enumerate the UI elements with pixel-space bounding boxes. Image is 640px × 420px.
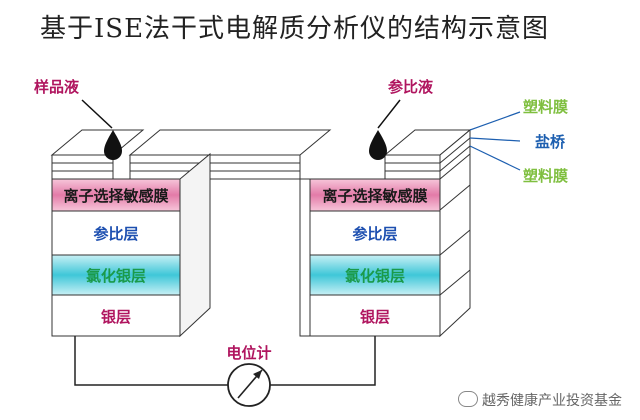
wechat-icon — [458, 391, 478, 407]
plastic-film-bottom-label: 塑料膜 — [523, 167, 568, 185]
right-membrane-label: 离子选择敏感膜 — [322, 187, 427, 205]
potentiometer-label: 电位计 — [226, 344, 271, 362]
plastic-film-top-label: 塑料膜 — [523, 98, 568, 116]
right-silver-layer — [309, 294, 441, 337]
right-label-pointers — [469, 111, 521, 171]
middle-film-stack — [129, 154, 301, 180]
watermark: 越秀健康产业投资基金 — [458, 390, 622, 410]
reference-liquid-pointer — [377, 99, 401, 129]
right-electrode — [309, 178, 441, 337]
diagram-title: 基于ISE法干式电解质分析仪的结构示意图 — [40, 14, 550, 44]
reference-drop-icon — [369, 130, 387, 160]
right-silver-layer-label: 银层 — [360, 308, 390, 326]
left-film-top-face — [50, 129, 145, 156]
middle-film-top-face — [128, 129, 332, 156]
left-electrode — [51, 178, 181, 337]
salt-bridge-label: 盐桥 — [535, 133, 566, 151]
right-reference-layer-label: 参比层 — [352, 225, 397, 243]
left-membrane-label: 离子选择敏感膜 — [63, 187, 168, 205]
left-silver-layer — [51, 294, 181, 337]
right-ion-selective-membrane — [309, 178, 441, 212]
watermark-text: 越秀健康产业投资基金 — [482, 393, 622, 409]
left-silver-chloride-label: 氯化银层 — [86, 267, 146, 285]
left-ion-selective-membrane — [51, 178, 181, 212]
reference-liquid-label: 参比液 — [388, 78, 434, 96]
left-reference-layer — [51, 210, 181, 256]
circuit-wires — [74, 336, 376, 386]
potentiometer-icon — [227, 363, 271, 407]
left-silver-layer-label: 银层 — [101, 308, 131, 326]
left-film-stack — [51, 154, 114, 180]
right-silver-chloride-label: 氯化银层 — [345, 267, 405, 285]
right-film-stack — [384, 154, 441, 180]
right-silver-chloride-layer — [309, 254, 441, 296]
sample-drop-icon — [104, 130, 122, 160]
left-reference-layer-label: 参比层 — [93, 225, 138, 243]
sample-liquid-label: 样品液 — [34, 78, 80, 96]
left-silver-chloride-layer — [51, 254, 181, 296]
sample-liquid-pointer — [81, 99, 113, 129]
